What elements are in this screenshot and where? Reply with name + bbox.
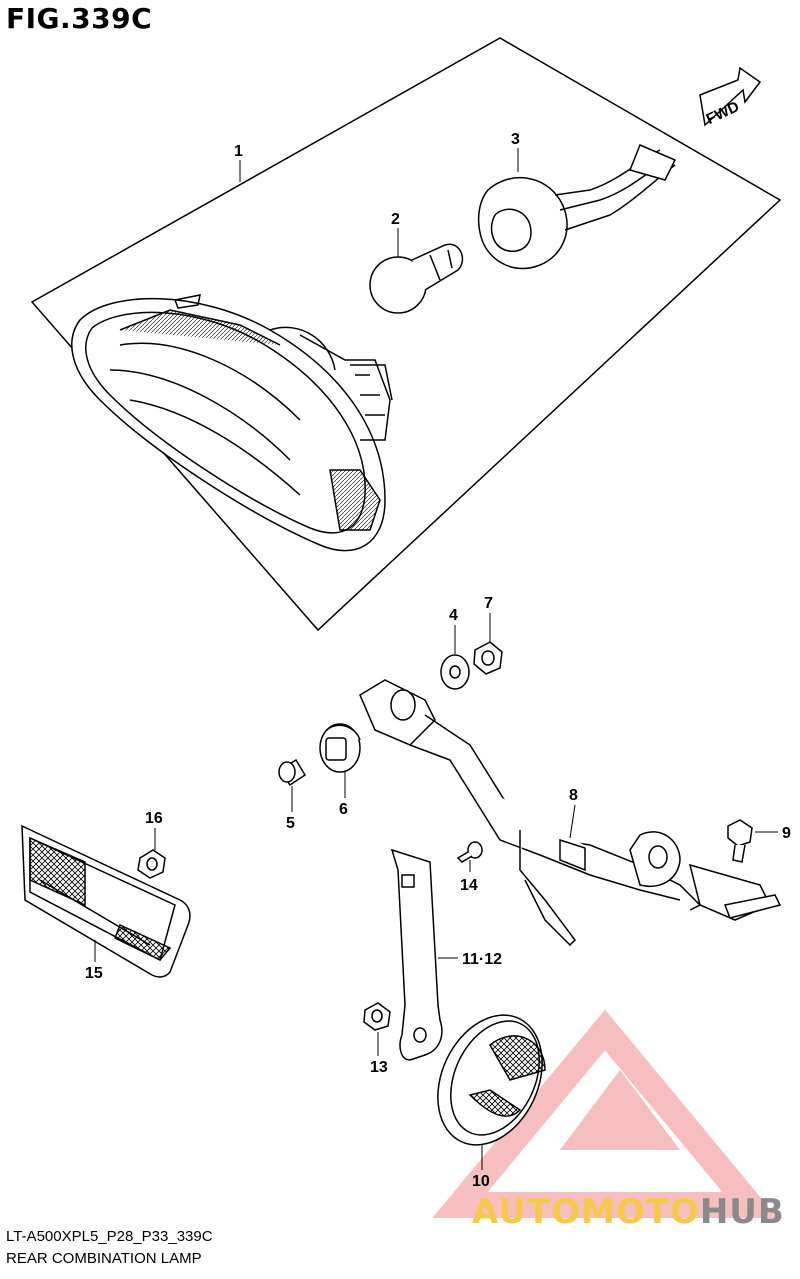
- callout-8: 8: [569, 787, 578, 804]
- watermark-part-1: AUTO: [472, 1192, 581, 1232]
- bulb: [369, 243, 464, 314]
- watermark-part-2: MOTO: [580, 1192, 700, 1232]
- model-code: LT-A500XPL5_P28_P33_339C: [6, 1228, 213, 1245]
- bracket: [359, 679, 782, 947]
- callout-4: 4: [449, 607, 458, 624]
- nut-13: [363, 1002, 391, 1031]
- screw-14: [456, 841, 483, 863]
- collar: [278, 758, 307, 787]
- washer: [440, 654, 470, 690]
- callout-1: 1: [234, 143, 243, 160]
- rect-reflector: [21, 824, 191, 978]
- watermark-logo-mark: [432, 1009, 778, 1218]
- bolt-9: [727, 819, 753, 863]
- callout-15: 15: [85, 965, 103, 982]
- reflector-stay: [390, 848, 443, 1061]
- bulb-socket: [477, 144, 677, 270]
- fwd-arrow-icon: FWD: [699, 66, 762, 128]
- callout-3: 3: [511, 131, 520, 148]
- callout-16: 16: [145, 810, 163, 827]
- callout-13: 13: [370, 1059, 388, 1076]
- nut-7: [473, 641, 503, 675]
- watermark-logo-text: AUTOMOTOHUB: [472, 1192, 785, 1232]
- grommet: [319, 723, 361, 773]
- lamp-assembly-frame: [30, 37, 782, 632]
- leader-lines: [94, 148, 778, 1170]
- callout-6: 6: [339, 801, 348, 818]
- nut-16: [137, 849, 166, 879]
- callout-5: 5: [286, 815, 295, 832]
- callout-14: 14: [460, 877, 478, 894]
- taillight-housing: [71, 294, 393, 552]
- callout-10: 10: [472, 1173, 490, 1190]
- callout-9: 9: [782, 825, 791, 842]
- callout-7: 7: [484, 595, 493, 612]
- round-reflector: [437, 1014, 546, 1146]
- section-name: REAR COMBINATION LAMP: [6, 1250, 202, 1267]
- figure-title: FIG.339C: [6, 2, 153, 35]
- callout-11-12: 11·12: [462, 951, 502, 968]
- watermark-part-3: HUB: [699, 1192, 785, 1232]
- callout-2: 2: [391, 211, 400, 228]
